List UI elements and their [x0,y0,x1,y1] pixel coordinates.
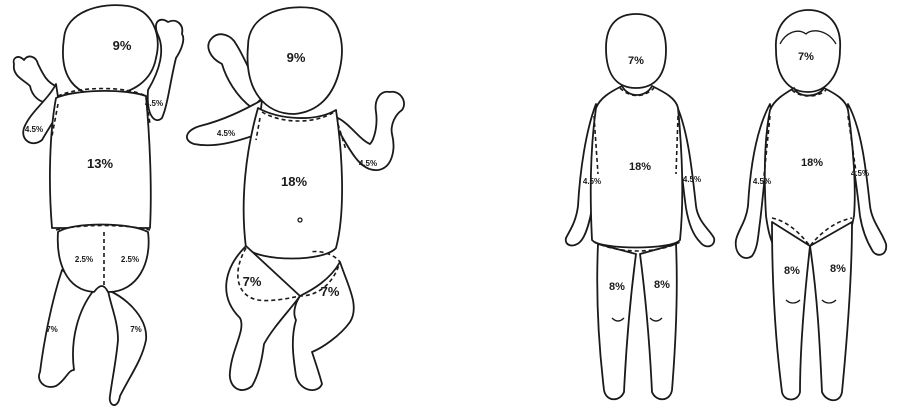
infant-front-right-leg [293,262,354,390]
infant-back-left-arm-label: 4.5% [25,125,43,134]
infant-front-figure: 9% 4.5% 4.5% 18% 7% 7% [187,7,404,390]
child-front-trunk-label: 18% [801,157,823,169]
infant-front-right-leg-label: 7% [321,284,340,299]
infant-back-right-leg-label: 7% [130,325,142,334]
infant-back-right-leg [108,290,146,405]
child-front-left-leg-label: 8% [784,265,800,277]
infant-front-right-arm-label: 4.5% [359,159,377,168]
infant-front-left-leg-label: 7% [243,274,262,289]
infant-back-head [63,5,158,96]
child-front-left-arm-label: 4.5% [753,177,771,186]
child-front-figure: 7% 4.5% 4.5% 18% 8% 8% [736,10,886,400]
infant-back-left-buttock-label: 2.5% [75,255,93,264]
infant-front-head-label: 9% [287,50,306,65]
infant-back-trunk-label: 13% [87,156,113,171]
child-back-left-leg-label: 8% [609,281,625,293]
child-back-left-leg [597,244,636,399]
child-front-right-leg [810,222,852,400]
child-back-right-leg [640,244,677,399]
infant-front-left-arm-label: 4.5% [217,129,235,138]
infant-back-left-leg-label: 7% [46,325,58,334]
child-front-right-leg-label: 8% [830,263,846,275]
child-back-head [606,14,666,88]
child-front-head-label: 7% [798,51,814,63]
infant-back-right-buttock-label: 2.5% [121,255,139,264]
child-front-left-leg [772,222,810,400]
infant-back-head-label: 9% [113,38,132,53]
child-back-head-label: 7% [628,55,644,67]
child-front-right-arm-label: 4.5% [851,169,869,178]
child-back-figure: 7% 4.5% 4.5% 18% 8% 8% [566,14,715,399]
infant-back-right-arm-label: 4.5% [145,99,163,108]
infant-front-left-leg [226,246,300,390]
child-back-right-arm-label: 4.5% [683,175,701,184]
infant-back-figure: 9% 4.5% 4.5% 13% 2.5% 2.5% 7% 7% [14,5,184,405]
infant-front-trunk-label: 18% [281,174,307,189]
child-back-left-arm-label: 4.5% [583,177,601,186]
child-back-right-leg-label: 8% [654,279,670,291]
child-back-trunk-label: 18% [629,161,651,173]
